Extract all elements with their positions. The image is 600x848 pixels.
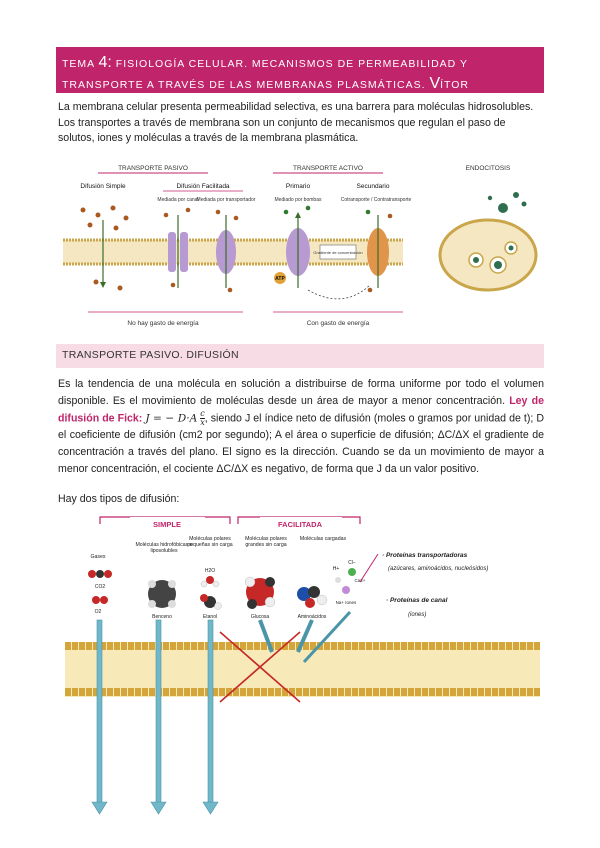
ethanol-label: Etanol: [203, 614, 217, 620]
col-large-polar-box: Moléculas polares grandes sin carga: [245, 536, 287, 548]
diffusion-definition: Es la tendencia de una molécula en soluc…: [58, 378, 544, 407]
glucose-label: Glucosa: [251, 614, 270, 620]
passive-title: TRANSPORTE PASIVO: [118, 165, 188, 172]
intro-paragraph: La membrana celular presenta permeabilid…: [58, 101, 534, 144]
gas-molecules: CO2 O2: [88, 570, 112, 615]
transport-overview-figure: TRANSPORTE PASIVO TRANSPORTE ACTIVO ENDO…: [63, 165, 538, 327]
facilitated-header: FACILITADA: [278, 520, 323, 529]
types-intro: Hay dos tipos de difusión:: [58, 493, 180, 505]
simple-diffusion-molecules: [80, 205, 129, 291]
co2-label: CO2: [95, 584, 106, 590]
endocytosis-title: ENDOCITOSIS: [466, 165, 511, 172]
col-small-polar: Moléculas polares pequeñas sin carga: [187, 536, 233, 548]
title-number: 4:: [98, 54, 112, 71]
no-energy-label: No hay gasto de energía: [127, 320, 199, 327]
channel-proteins-detail: (iones): [408, 612, 426, 618]
ca-label: Ca2+: [355, 578, 366, 583]
carrier-protein: [215, 209, 239, 293]
fick-law-label: Ley de difusión de Fick:: [58, 395, 544, 425]
atp-pump: ATP: [274, 205, 311, 288]
aminoacids-label: Aminoácidos: [298, 614, 327, 620]
channel-protein: [163, 207, 191, 288]
fraction-numerator: c: [200, 409, 205, 419]
blocked-cross-2: [219, 631, 301, 703]
cl-label: Cl−: [348, 560, 356, 566]
facilitated-diffusion-label: Difusión Facilitada: [176, 183, 229, 190]
pumps-label: Mediado por bombas: [275, 197, 322, 203]
o2-label: O2: [95, 609, 102, 615]
col-large-polar: Moléculas polares grandes sin carga: [245, 536, 287, 548]
endocytosis-cell: [438, 192, 538, 292]
transporter-proteins-detail: (azúcares, aminoácidos, nucleósidos): [388, 566, 488, 572]
fick-formula: J = − D·A: [145, 412, 198, 425]
col-charged: Moléculas cargadas: [299, 536, 347, 542]
h2o-label: H2O: [205, 568, 215, 574]
small-polar-molecules: H2O Etanol: [200, 568, 222, 620]
amino-acid-molecule: Aminoácidos: [297, 586, 328, 620]
diffusion-arrows: [91, 610, 352, 815]
col-charged-box: Moléculas cargadas: [299, 536, 347, 542]
channel-proteins-label: · Proteínas de canal: [386, 597, 448, 604]
transporter-proteins-label: · Proteínas transportadoras: [382, 552, 468, 559]
h-plus-label: H+: [333, 566, 340, 572]
title-text: FISIOLOGÍA CELULAR. MECANISMOS DE PERMEA…: [62, 58, 468, 91]
col-hydrophobic: Moléculas hidrofóbicas o liposolubles: [135, 542, 193, 554]
col-gases: Gases: [91, 554, 106, 560]
gradient-label: Gradiente de concentración: [313, 250, 362, 255]
simple-header: SIMPLE: [153, 520, 181, 529]
author-rest: ÍTOR: [440, 79, 470, 91]
active-title: TRANSPORTE ACTIVO: [293, 165, 363, 172]
ions-label: Na+ Iones: [336, 600, 357, 605]
energy-label: Con gasto de energía: [307, 320, 370, 327]
benzene-label: Benceno: [152, 614, 172, 620]
cotransporter: [307, 209, 393, 300]
diffusion-types-figure: SIMPLE FACILITADA Gases Moléculas hidrof…: [65, 516, 540, 815]
secondary-label: Secundario: [357, 183, 390, 190]
fraction-denominator: x: [200, 418, 205, 427]
cotransport-label: Cotransporte / Contratransporte: [341, 197, 412, 203]
author-initial: V: [429, 75, 441, 92]
primary-label: Primario: [286, 183, 311, 190]
diffusion-paragraph: Es la tendencia de una molécula en soluc…: [58, 376, 544, 478]
title-prefix: TEMA: [62, 58, 95, 70]
channel-label: Mediada por canal: [157, 197, 198, 203]
atp-label: ATP: [275, 276, 285, 282]
section-heading: TRANSPORTE PASIVO. DIFUSIÓN: [56, 344, 544, 368]
benzene-molecule: Benceno: [148, 580, 176, 620]
lipid-bilayer: [65, 642, 540, 697]
simple-diffusion-label: Difusión Simple: [80, 183, 126, 190]
document-title: TEMA 4: FISIOLOGÍA CELULAR. MECANISMOS D…: [56, 47, 544, 93]
diffusion-explanation: , siendo J el índice neto de difusión (m…: [58, 412, 544, 476]
ion-molecules: H+ Cl− Ca2+ Na+ Iones: [333, 560, 366, 605]
col-small-polar-box: Moléculas polares pequeñas sin carga: [187, 536, 233, 548]
transporter-label: Mediada por transportador: [197, 197, 256, 203]
glucose-molecule: Glucosa: [244, 576, 276, 620]
col-hydrophobic-box: Moléculas hidrofóbicas o liposolubles: [135, 542, 193, 554]
